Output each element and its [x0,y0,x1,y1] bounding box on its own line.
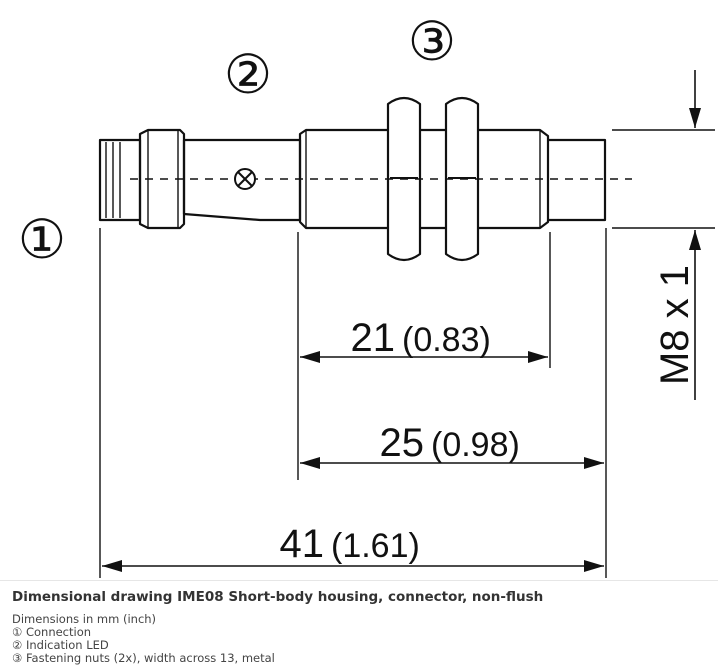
dimension-labels: 21 (0.83) 25 (0.98) 41 (1.61) M8 x 1 [280,265,698,566]
dimension-lines [102,70,701,572]
caption-item-indication-led: ② Indication LED [12,638,109,652]
dim-25-mm: 25 [380,421,425,465]
dim-41-mm: 41 [280,522,325,566]
callout-2: ② [224,45,272,105]
led-marker [234,168,256,190]
caption-units: Dimensions in mm (inch) [12,612,157,626]
dimensional-drawing: ③ ② ① 21 (0.83) 25 (0.98) 41 (1.61) [18,12,715,578]
caption-item-connection: ① Connection [12,625,92,639]
dim-41-inch: (1.61) [331,527,420,565]
extension-lines [99,129,715,578]
caption: Dimensional drawing IME08 Short-body hou… [0,580,718,671]
sensing-face [548,138,607,222]
caption-item-fastening-nuts: ③ Fastening nuts (2x), width across 13, … [12,651,275,665]
dim-21-inch: (0.83) [402,321,491,359]
threaded-section [298,128,550,230]
dim-25-inch: (0.98) [431,426,520,464]
callout-1: ① [18,210,66,270]
connector-nut [138,128,186,230]
caption-title: Dimensional drawing IME08 Short-body hou… [12,589,544,605]
thread-label: M8 x 1 [653,265,697,385]
callout-3: ③ [408,12,456,72]
housing-body [182,138,302,222]
sensor-outline [98,96,607,262]
dim-21-mm: 21 [351,316,396,360]
